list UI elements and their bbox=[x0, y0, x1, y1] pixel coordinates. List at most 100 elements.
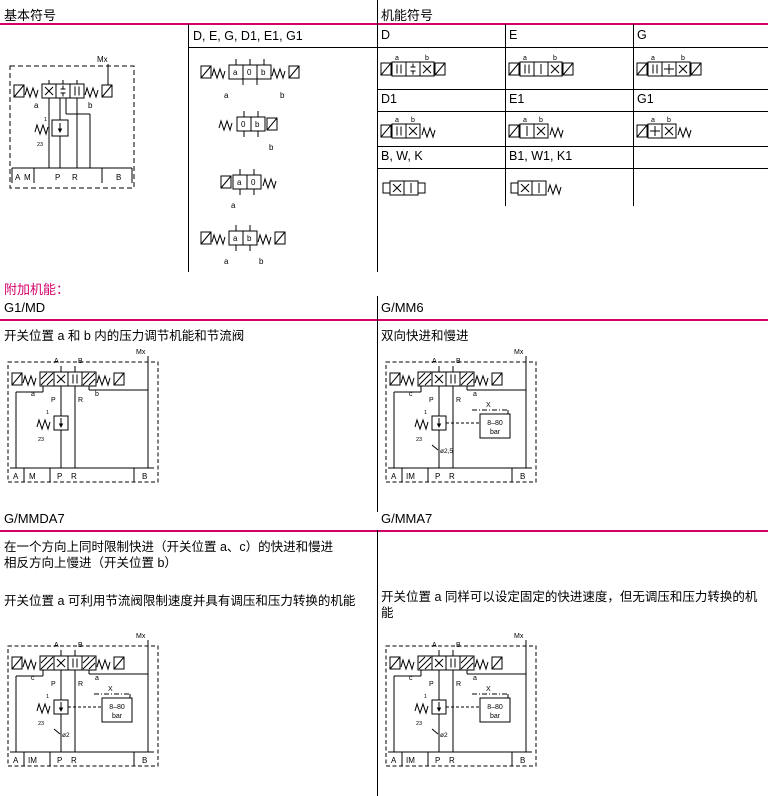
port-label-r: R bbox=[456, 397, 461, 404]
gmm6-diagram: Mx A B c a P R X 8–80 bar ø2,5 1 23 A IM… bbox=[385, 349, 537, 483]
box-label-b: b bbox=[247, 234, 252, 243]
gmm6-drawing bbox=[385, 356, 537, 483]
orifice-size: ø2,5 bbox=[440, 448, 453, 455]
top-column-divider bbox=[377, 0, 378, 272]
basic-symbol-divider bbox=[188, 24, 189, 272]
spool-list-label: D, E, G, D1, E1, G1 bbox=[193, 29, 303, 43]
position-label-a: a bbox=[651, 55, 655, 62]
spool-code-bwk1: B1, W1, K1 bbox=[509, 149, 573, 163]
manifold-label-a: A bbox=[13, 756, 19, 765]
desc-gmmda7-line2: 相反方向上慢进（开关位置 b） bbox=[4, 556, 177, 570]
gmm6-labels: Mx A B c a P R X 8–80 bar ø2,5 1 23 A IM… bbox=[391, 349, 525, 481]
pressure-unit: bar bbox=[490, 713, 501, 720]
desc-gmma7: 开关位置 a 同样可以设定固定的快进速度，但无调压和压力转换的机能 bbox=[381, 590, 758, 620]
manifold-label-a: A bbox=[391, 472, 397, 481]
item-number-1: 1 bbox=[44, 117, 47, 123]
manifold-label-b: B bbox=[142, 756, 147, 765]
manifold-label-p: P bbox=[435, 756, 440, 765]
spool-code-e1: E1 bbox=[509, 92, 525, 106]
table-row-line-5 bbox=[377, 168, 768, 169]
function-symbol-d: a b bbox=[380, 55, 446, 77]
function-symbol-g: a b bbox=[636, 55, 702, 77]
port-label-mx: Mx bbox=[97, 55, 108, 64]
work-port-b: B bbox=[78, 358, 83, 365]
additional-functions-heading: 附加机能： bbox=[4, 282, 70, 297]
symbol-g1-drawing bbox=[636, 123, 692, 139]
item-number-1: 1 bbox=[46, 694, 49, 700]
port-label-mx: Mx bbox=[136, 633, 146, 640]
position-label-b: b bbox=[539, 117, 543, 124]
box-label-0: 0 bbox=[247, 68, 252, 77]
table-row-line-2 bbox=[377, 89, 768, 90]
position-label-b: b bbox=[681, 55, 685, 62]
spool-code-e: E bbox=[509, 28, 518, 42]
spool-symbol-a0: a 0 a bbox=[220, 169, 277, 210]
function-symbol-d1: a b bbox=[380, 117, 436, 139]
box-label-a: a bbox=[233, 68, 238, 77]
manifold-label-p: P bbox=[55, 173, 60, 182]
box-label-a: a bbox=[237, 178, 242, 187]
pilot-label-x: X bbox=[486, 686, 491, 693]
table-divider-1 bbox=[505, 24, 506, 206]
section-code-gmmda7: G/MMDA7 bbox=[4, 511, 65, 526]
position-label-c: c bbox=[409, 675, 413, 682]
position-label-b: b bbox=[411, 117, 415, 124]
g1md-diagram: Mx A B a b P R 1 23 A M P R B bbox=[7, 349, 159, 483]
manifold-label-r: R bbox=[449, 472, 455, 481]
manifold-label-r: R bbox=[72, 173, 78, 182]
section-rule-2 bbox=[0, 530, 768, 532]
pilot-label-x: X bbox=[108, 686, 113, 693]
position-label-a: a bbox=[95, 675, 99, 682]
pressure-unit: bar bbox=[490, 429, 501, 436]
item-number-23: 23 bbox=[37, 142, 43, 148]
desc-g1md: 开关位置 a 和 b 内的压力调节机能和节流阀 bbox=[4, 329, 245, 343]
pressure-range: 8–80 bbox=[487, 420, 503, 427]
manifold-label-b: B bbox=[520, 756, 525, 765]
manifold-label-a: A bbox=[15, 173, 21, 182]
section-rule-1 bbox=[0, 319, 768, 321]
port-label-p: P bbox=[51, 681, 56, 688]
gmmda7-labels: Mx A B c a P R X 8–80 bar ø2 1 23 A IM P… bbox=[13, 633, 147, 765]
function-symbol-e1: a b bbox=[508, 117, 564, 139]
symbol-d1-labels: a b bbox=[395, 117, 415, 124]
function-symbol-e: a b bbox=[508, 55, 574, 77]
position-label-a: a bbox=[231, 201, 236, 210]
symbol-d1-drawing bbox=[380, 123, 436, 139]
symbol-e1-drawing bbox=[508, 123, 564, 139]
position-label-a: a bbox=[523, 117, 527, 124]
g1md-labels: Mx A B a b P R 1 23 A M P R B bbox=[13, 349, 147, 481]
symbol-e1-labels: a b bbox=[523, 117, 543, 124]
section-code-g1md: G1/MD bbox=[4, 300, 46, 315]
manifold-label-m: M bbox=[24, 173, 31, 182]
manifold-label-b: B bbox=[116, 173, 121, 182]
spool-code-g1: G1 bbox=[637, 92, 654, 106]
symbol-bwk1-drawing bbox=[510, 180, 562, 196]
manifold-label-p: P bbox=[435, 472, 440, 481]
spool-0b-labels: 0 b b bbox=[241, 120, 274, 152]
position-label-c: c bbox=[31, 675, 35, 682]
work-port-a: A bbox=[432, 642, 437, 649]
gmma7-diagram: Mx A B c a P R X 8–80 bar ø2 1 23 A IM P… bbox=[385, 633, 537, 767]
gmma7-labels: Mx A B c a P R X 8–80 bar ø2 1 23 A IM P… bbox=[391, 633, 525, 765]
position-label-b: b bbox=[95, 391, 99, 398]
box-label-b: b bbox=[261, 68, 266, 77]
manifold-label-im: IM bbox=[406, 756, 415, 765]
manifold-label-a: A bbox=[391, 756, 397, 765]
position-label-a: a bbox=[651, 117, 655, 124]
mid-column-divider bbox=[377, 296, 378, 512]
manifold-label-b: B bbox=[142, 472, 147, 481]
gmmda7-drawing bbox=[7, 640, 159, 767]
manifold-label-r: R bbox=[71, 472, 77, 481]
function-symbol-g1: a b bbox=[636, 117, 692, 139]
position-label-a: a bbox=[224, 91, 229, 100]
port-label-mx: Mx bbox=[514, 633, 524, 640]
basic-symbol-diagram: Mx a b 1 23 A M P R B bbox=[9, 55, 135, 189]
spool-ab-drawing bbox=[200, 225, 286, 251]
work-port-a: A bbox=[432, 358, 437, 365]
pilot-label-x: X bbox=[486, 402, 491, 409]
position-label-b: b bbox=[259, 257, 264, 266]
pressure-range: 8–80 bbox=[109, 704, 125, 711]
work-port-b: B bbox=[456, 642, 461, 649]
table-row-line-1 bbox=[188, 47, 768, 48]
position-label-b: b bbox=[280, 91, 285, 100]
